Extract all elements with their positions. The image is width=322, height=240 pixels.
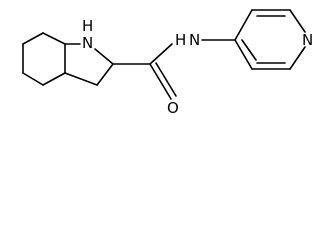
bond-py-c5-c4	[234, 39, 253, 70]
indoline-nitrogen-label: N	[82, 34, 93, 52]
amide-nitrogen-label: N	[189, 31, 200, 49]
indoline-nh-hydrogen-label: H	[82, 17, 93, 35]
bond-carbonyl-o-inner	[155, 62, 177, 97]
bond-c7a-c7	[42, 32, 66, 45]
bond-c4-c3a	[42, 72, 66, 86]
amide-nh-hydrogen-label: H	[175, 31, 186, 49]
carbonyl-oxygen-label: O	[167, 99, 179, 116]
bond-py-c4-c3	[234, 9, 253, 41]
bond-py-c2-n1	[289, 9, 306, 33]
pyridine-ring	[234, 9, 306, 70]
carboxamide-group	[112, 39, 236, 100]
bond-c7-c6	[22, 32, 44, 45]
bond-n1-c2	[94, 48, 114, 65]
bond-c3-c3a	[64, 72, 98, 86]
pyrrolidine-ring	[64, 43, 114, 86]
bond-carbonyl-o-outer	[149, 63, 172, 100]
pyridine-nitrogen-label: N	[302, 31, 313, 49]
bond-carbonyl-n	[149, 43, 173, 65]
cyclohexane-ring	[22, 32, 66, 86]
bond-py-n1-c6	[289, 46, 306, 70]
bond-c5-c4	[22, 72, 44, 86]
bond-py-c5-c4-double	[241, 39, 257, 61]
bond-c2-c3	[96, 63, 114, 86]
molecule-structure: H N H N O N	[22, 9, 313, 116]
